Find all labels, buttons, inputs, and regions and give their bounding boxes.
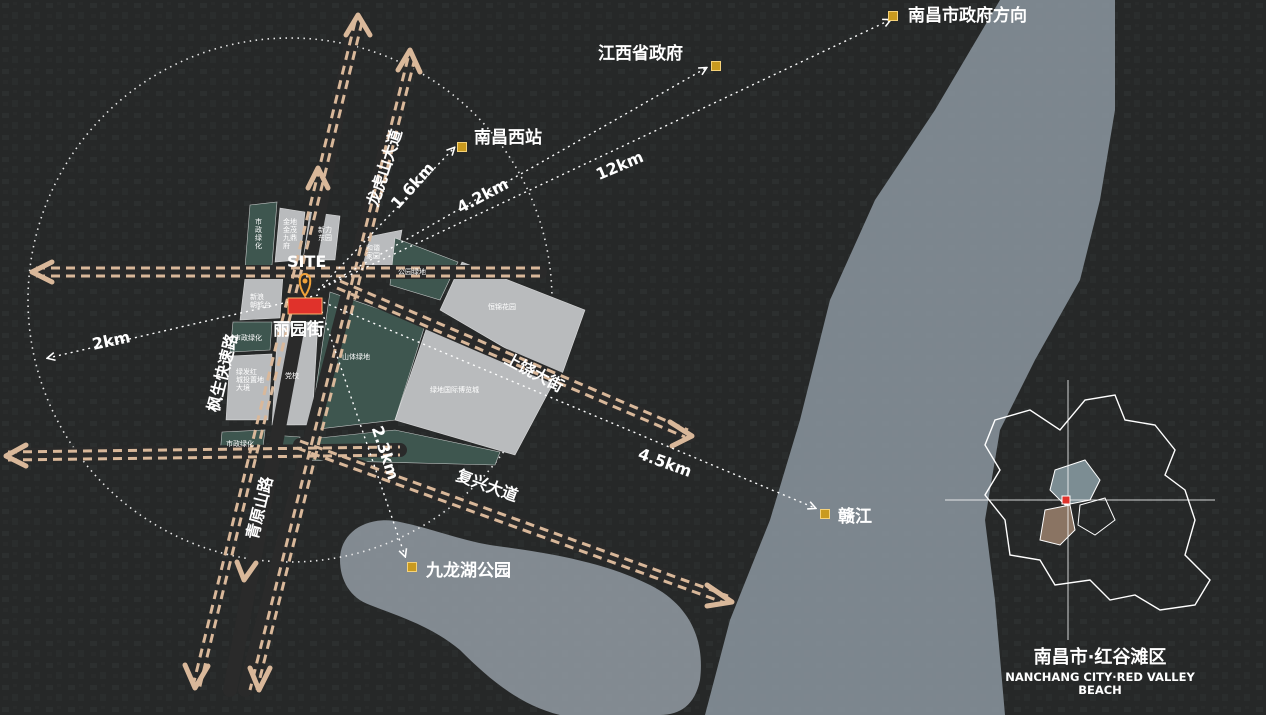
arrow-head-west1: [29, 259, 55, 285]
block-label-11: 山体绿地: [342, 353, 370, 361]
arrow-head-southwest2: [234, 559, 259, 583]
block-label-2: 金地 金茂 九鼎 府: [283, 218, 297, 251]
site-marker: [287, 272, 323, 315]
arrow-head-west2: [3, 442, 29, 469]
arrow-head-east1: [667, 419, 695, 449]
block-jindi: [274, 207, 306, 263]
arrow-head-east2: [704, 582, 735, 609]
block-shizheng-mid: [229, 321, 273, 353]
block-label-4: 和谐 家园: [366, 244, 380, 261]
block-label-8: 市政绿化: [234, 334, 262, 342]
jiulong-lake: [340, 520, 701, 715]
site-label: SITE: [287, 252, 327, 271]
distance-lines: [48, 20, 890, 556]
marker-ganjiang: [820, 509, 830, 519]
ganjiang-river: [705, 0, 1115, 715]
marker-jiangxi-gov: [711, 61, 721, 71]
block-label-3: 新力 东园: [318, 226, 332, 243]
block-label-10: 党校: [285, 372, 299, 380]
label-jiangxi-gov: 江西省政府: [598, 44, 683, 64]
inset-title-block: 南昌市·红谷滩区 NANCHANG CITY·RED VALLEY BEACH: [1000, 648, 1200, 697]
marker-nanchang-gov: [888, 11, 898, 21]
arrow-head-north2: [395, 47, 423, 75]
arrow-head-north1: [343, 12, 373, 38]
block-label-9: 绿发红 城投置地 大境: [236, 368, 264, 393]
marker-jiulong-lake: [407, 562, 417, 572]
road-liyuan: 丽园街: [273, 320, 324, 340]
label-nanchang-gov: 南昌市政府方向: [908, 6, 1027, 26]
road-network: [3, 12, 737, 697]
label-jiulong-lake: 九龙湖公园: [426, 561, 511, 581]
block-label-6: 恒锦花园: [488, 303, 516, 311]
marker-nanchang-west: [457, 142, 467, 152]
label-nanchang-west: 南昌西站: [474, 128, 542, 148]
district-inset-map: [945, 380, 1215, 640]
inset-subtitle: NANCHANG CITY·RED VALLEY BEACH: [1005, 669, 1195, 698]
arrow-head-north3: [305, 165, 331, 191]
arrow-head-southwest1: [182, 662, 211, 691]
arrow-head-southwest3: [247, 665, 273, 693]
block-label-1: 市 政 绿 化: [255, 218, 262, 251]
label-ganjiang: 赣江: [838, 507, 872, 527]
block-label-12: 绿地国际博览城: [430, 386, 479, 394]
block-label-13: 市政绿化: [226, 440, 254, 448]
block-label-5: 公园绿地: [398, 268, 426, 276]
block-label-7: 新浪 朝鹤台: [250, 293, 271, 310]
inset-title: 南昌市·红谷滩区: [1033, 647, 1167, 668]
